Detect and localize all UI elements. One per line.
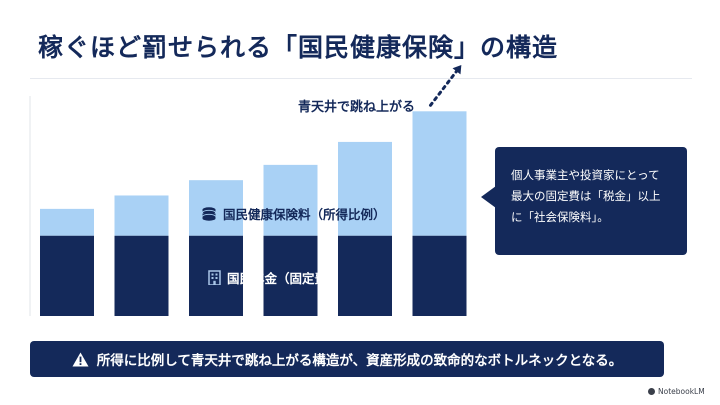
warning-icon — [72, 352, 89, 367]
bar-fixed-6 — [412, 235, 467, 316]
title-divider — [30, 78, 692, 79]
callout-pointer — [481, 186, 496, 208]
bar-variable-3 — [189, 180, 243, 236]
growth-arrow — [429, 64, 462, 107]
bar-variable-1 — [40, 208, 94, 236]
building-icon — [208, 270, 221, 285]
callout-line-1: 個人事業主や投資家にとって — [511, 168, 660, 182]
bar-variable-4 — [263, 164, 318, 236]
callout-line-2: 最大の固定費は「税金」以上 — [511, 189, 661, 203]
brand-text: NotebookLM — [658, 387, 705, 396]
conclusion-text: 所得に比例して青天井で跳ね上がる構造が、資産形成の致命的なボトルネックとなる。 — [96, 353, 623, 369]
page-title: 稼ぐほど罰せられる「国民健康保険」の構造 — [38, 33, 559, 62]
coins-icon — [202, 206, 216, 221]
fixed-band-label: 国民年金（固定費） — [208, 268, 340, 287]
bar-fixed-5 — [338, 235, 392, 316]
bar-variable-2 — [114, 195, 169, 236]
conclusion-banner: 所得に比例して青天井で跳ね上がる構造が、資産形成の致命的なボトルネックとなる。 — [30, 341, 664, 377]
callout-line-3: に「社会保険料」。 — [511, 210, 609, 224]
notebooklm-logo: NotebookLM — [648, 387, 705, 396]
fixed-band-label-text: 国民年金（固定費） — [227, 271, 340, 286]
bar-fixed-3 — [189, 235, 243, 316]
variable-band-label-text: 国民健康保険料（所得比例） — [223, 207, 386, 222]
bar-variable-6 — [412, 111, 467, 236]
bar-variable-5 — [338, 141, 392, 236]
growth-annotation: 青天井で跳ね上がる — [298, 100, 416, 115]
variable-band-label: 国民健康保険料（所得比例） — [201, 204, 386, 223]
bar-fixed-2 — [114, 235, 169, 316]
callout-box: 個人事業主や投資家にとって 最大の固定費は「税金」以上 に「社会保険料」。 — [495, 147, 687, 255]
bar-fixed-4 — [263, 235, 318, 316]
bar-fixed-1 — [40, 235, 94, 316]
notebooklm-mark-icon — [648, 388, 655, 395]
